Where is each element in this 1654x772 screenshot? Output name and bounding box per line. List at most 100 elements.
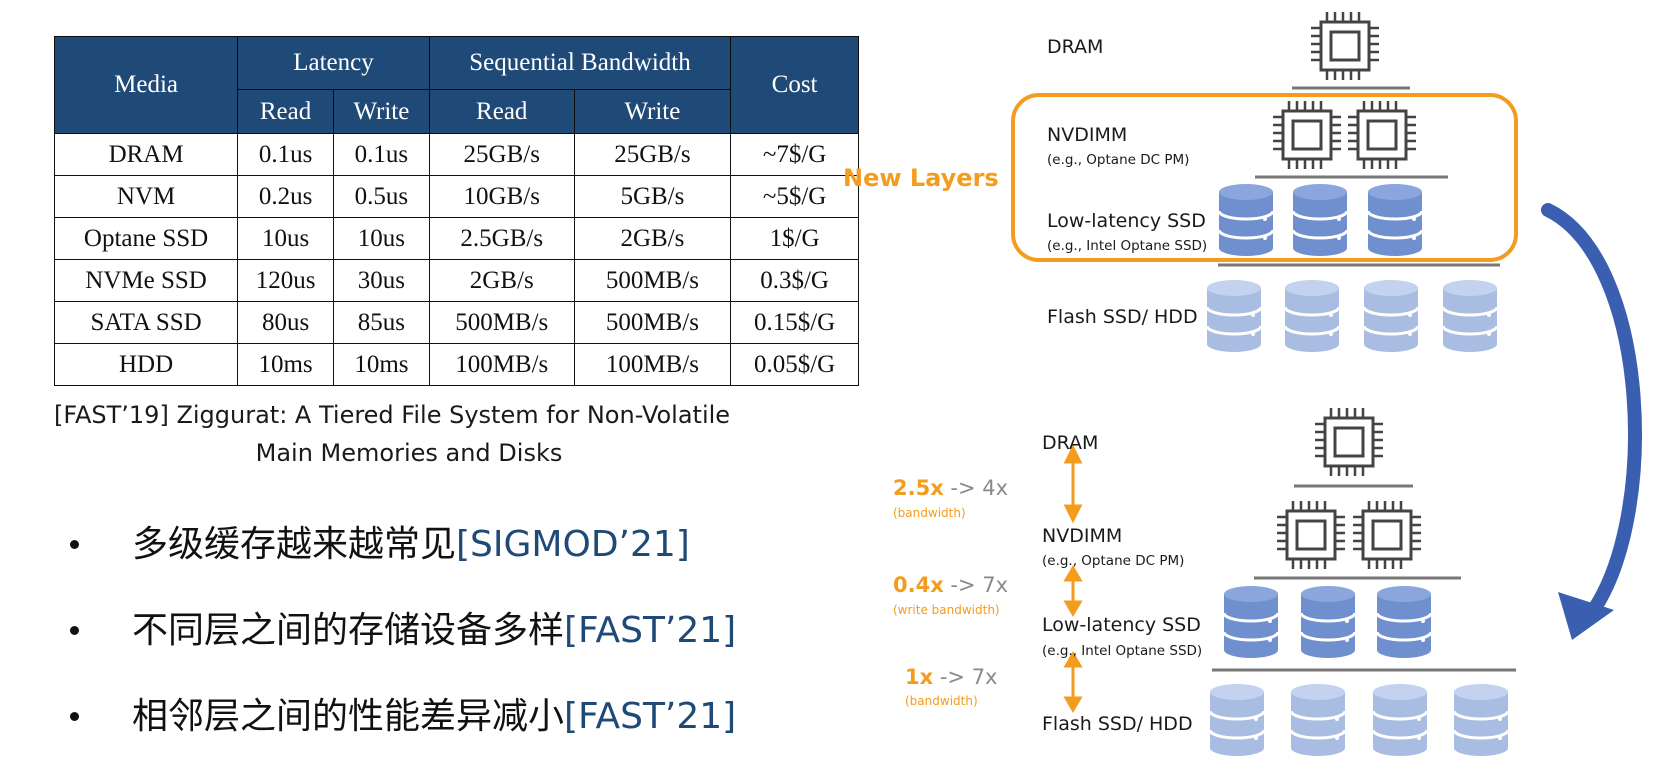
database-icon	[1362, 278, 1420, 356]
table-cell: 0.2us	[237, 175, 334, 218]
table-cell: 100MB/s	[573, 343, 732, 386]
new-layers-label: New Layers	[843, 164, 999, 192]
bottom-ll-ssd-sublabel: (e.g., Intel Optane SSD)	[1042, 643, 1203, 659]
citation: [FAST’19] Ziggurat: A Tiered File System…	[54, 396, 764, 472]
top-ll-ssd-sublabel: (e.g., Intel Optane SSD)	[1047, 238, 1208, 254]
double-arrow-icon	[1063, 565, 1083, 617]
table-cell: 500MB/s	[573, 259, 732, 302]
database-icon	[1289, 682, 1347, 760]
table-cell: 120us	[237, 259, 334, 302]
ratio-llssd-flash: 1x -> 7x	[905, 665, 997, 689]
bullet-text: 不同层之间的存储设备多样	[132, 610, 565, 651]
table-cell: ~7$/G	[730, 133, 859, 176]
database-icon	[1208, 682, 1266, 760]
table-cell: 500MB/s	[428, 301, 575, 344]
ratio-dram-nvdimm: 2.5x -> 4x	[893, 476, 1008, 500]
table-cell: 10us	[332, 217, 430, 260]
table-cell: 2GB/s	[573, 217, 732, 260]
ratio-nvdimm-llssd: 0.4x -> 7x	[893, 573, 1008, 597]
header-latency: Latency	[237, 36, 430, 90]
bullet-reference: [FAST’21]	[564, 696, 737, 737]
top-nvdimm-sublabel: (e.g., Optane DC PM)	[1047, 152, 1190, 168]
database-icon	[1217, 182, 1275, 260]
table-row: Optane SSD 10us 10us 2.5GB/s 2GB/s 1$/G	[53, 217, 859, 260]
bottom-dram-label: DRAM	[1042, 432, 1099, 454]
table-cell: 2.5GB/s	[428, 217, 575, 260]
header-bandwidth-write: Write	[573, 89, 732, 134]
ratio-note: (bandwidth)	[893, 506, 966, 520]
database-icon	[1291, 182, 1349, 260]
bullet-text: 相邻层之间的性能差异减小	[132, 696, 565, 737]
table-cell: 25GB/s	[428, 133, 575, 176]
ratio-arrow-text: -> 7x	[933, 665, 998, 689]
database-icon	[1299, 584, 1357, 662]
table-cell: 0.05$/G	[730, 343, 859, 386]
ratio-note: (write bandwidth)	[893, 603, 1000, 617]
bullet-dot-icon	[70, 712, 79, 721]
bullet-dot-icon	[70, 540, 79, 549]
table-cell: 30us	[332, 259, 430, 302]
table-cell: 1$/G	[730, 217, 859, 260]
table-cell: 2GB/s	[428, 259, 575, 302]
bullet-reference: [SIGMOD’21]	[456, 524, 690, 565]
table-cell: 85us	[332, 301, 430, 344]
chip-icon	[1271, 99, 1343, 171]
bullet-text-wrap: 多级缓存越来越常见[SIGMOD’21]	[132, 520, 690, 570]
chip-icon	[1351, 499, 1423, 571]
database-icon	[1441, 278, 1499, 356]
header-media: Media	[53, 36, 239, 134]
double-arrow-icon	[1063, 444, 1083, 524]
top-ll-ssd-label: Low-latency SSD	[1047, 210, 1206, 232]
ratio-arrow-text: -> 7x	[943, 573, 1009, 597]
table-row: SATA SSD 80us 85us 500MB/s 500MB/s 0.15$…	[53, 301, 859, 344]
bullet-dot-icon	[70, 626, 79, 635]
bullet-reference: [FAST’21]	[564, 610, 737, 651]
table-row: NVMe SSD 120us 30us 2GB/s 500MB/s 0.3$/G	[53, 259, 859, 302]
media-comparison-table: Media Latency Sequential Bandwidth Cost …	[53, 36, 859, 386]
citation-line1: [FAST’19] Ziggurat: A Tiered File System…	[54, 401, 731, 429]
top-dram-label: DRAM	[1047, 36, 1104, 58]
bullet-text-wrap: 不同层之间的存储设备多样[FAST’21]	[132, 606, 736, 656]
bottom-nvdimm-sublabel: (e.g., Optane DC PM)	[1042, 553, 1185, 569]
ratio-value: 0.4x	[893, 573, 944, 597]
database-icon	[1371, 682, 1429, 760]
table-cell: SATA SSD	[53, 301, 239, 344]
bullet-text: 多级缓存越来越常见	[132, 524, 457, 565]
database-icon	[1222, 584, 1280, 662]
header-bandwidth-read: Read	[428, 89, 575, 134]
chip-icon	[1313, 406, 1385, 478]
table-cell: 5GB/s	[573, 175, 732, 218]
header-cost: Cost	[730, 36, 859, 134]
table-cell: 10us	[237, 217, 334, 260]
bottom-flash-label: Flash SSD/ HDD	[1042, 713, 1193, 735]
table-cell: 100MB/s	[428, 343, 575, 386]
top-nvdimm-label: NVDIMM	[1047, 124, 1128, 146]
header-latency-write: Write	[332, 89, 430, 134]
new-layers-box	[1011, 93, 1518, 262]
curved-arrow-icon	[1541, 203, 1642, 640]
chip-icon	[1309, 10, 1381, 82]
table-cell: 25GB/s	[573, 133, 732, 176]
database-icon	[1452, 682, 1510, 760]
database-icon	[1205, 278, 1263, 356]
table-cell: NVM	[53, 175, 239, 218]
ratio-note: (bandwidth)	[905, 694, 978, 708]
double-arrow-icon	[1063, 651, 1083, 713]
table-cell: 10GB/s	[428, 175, 575, 218]
table-cell: 10ms	[332, 343, 430, 386]
bottom-nvdimm-label: NVDIMM	[1042, 525, 1123, 547]
table-cell: HDD	[53, 343, 239, 386]
bullet-text-wrap: 相邻层之间的性能差异减小[FAST’21]	[132, 692, 736, 742]
chip-icon	[1346, 99, 1418, 171]
bottom-ll-ssd-label: Low-latency SSD	[1042, 614, 1201, 636]
ratio-arrow-text: -> 4x	[943, 476, 1009, 500]
ratio-value: 2.5x	[893, 476, 944, 500]
table-cell: ~5$/G	[730, 175, 859, 218]
citation-line2: Main Memories and Disks	[255, 439, 563, 467]
database-icon	[1366, 182, 1424, 260]
top-flash-label: Flash SSD/ HDD	[1047, 306, 1198, 328]
database-icon	[1283, 278, 1341, 356]
table-cell: 0.3$/G	[730, 259, 859, 302]
table-cell: 80us	[237, 301, 334, 344]
